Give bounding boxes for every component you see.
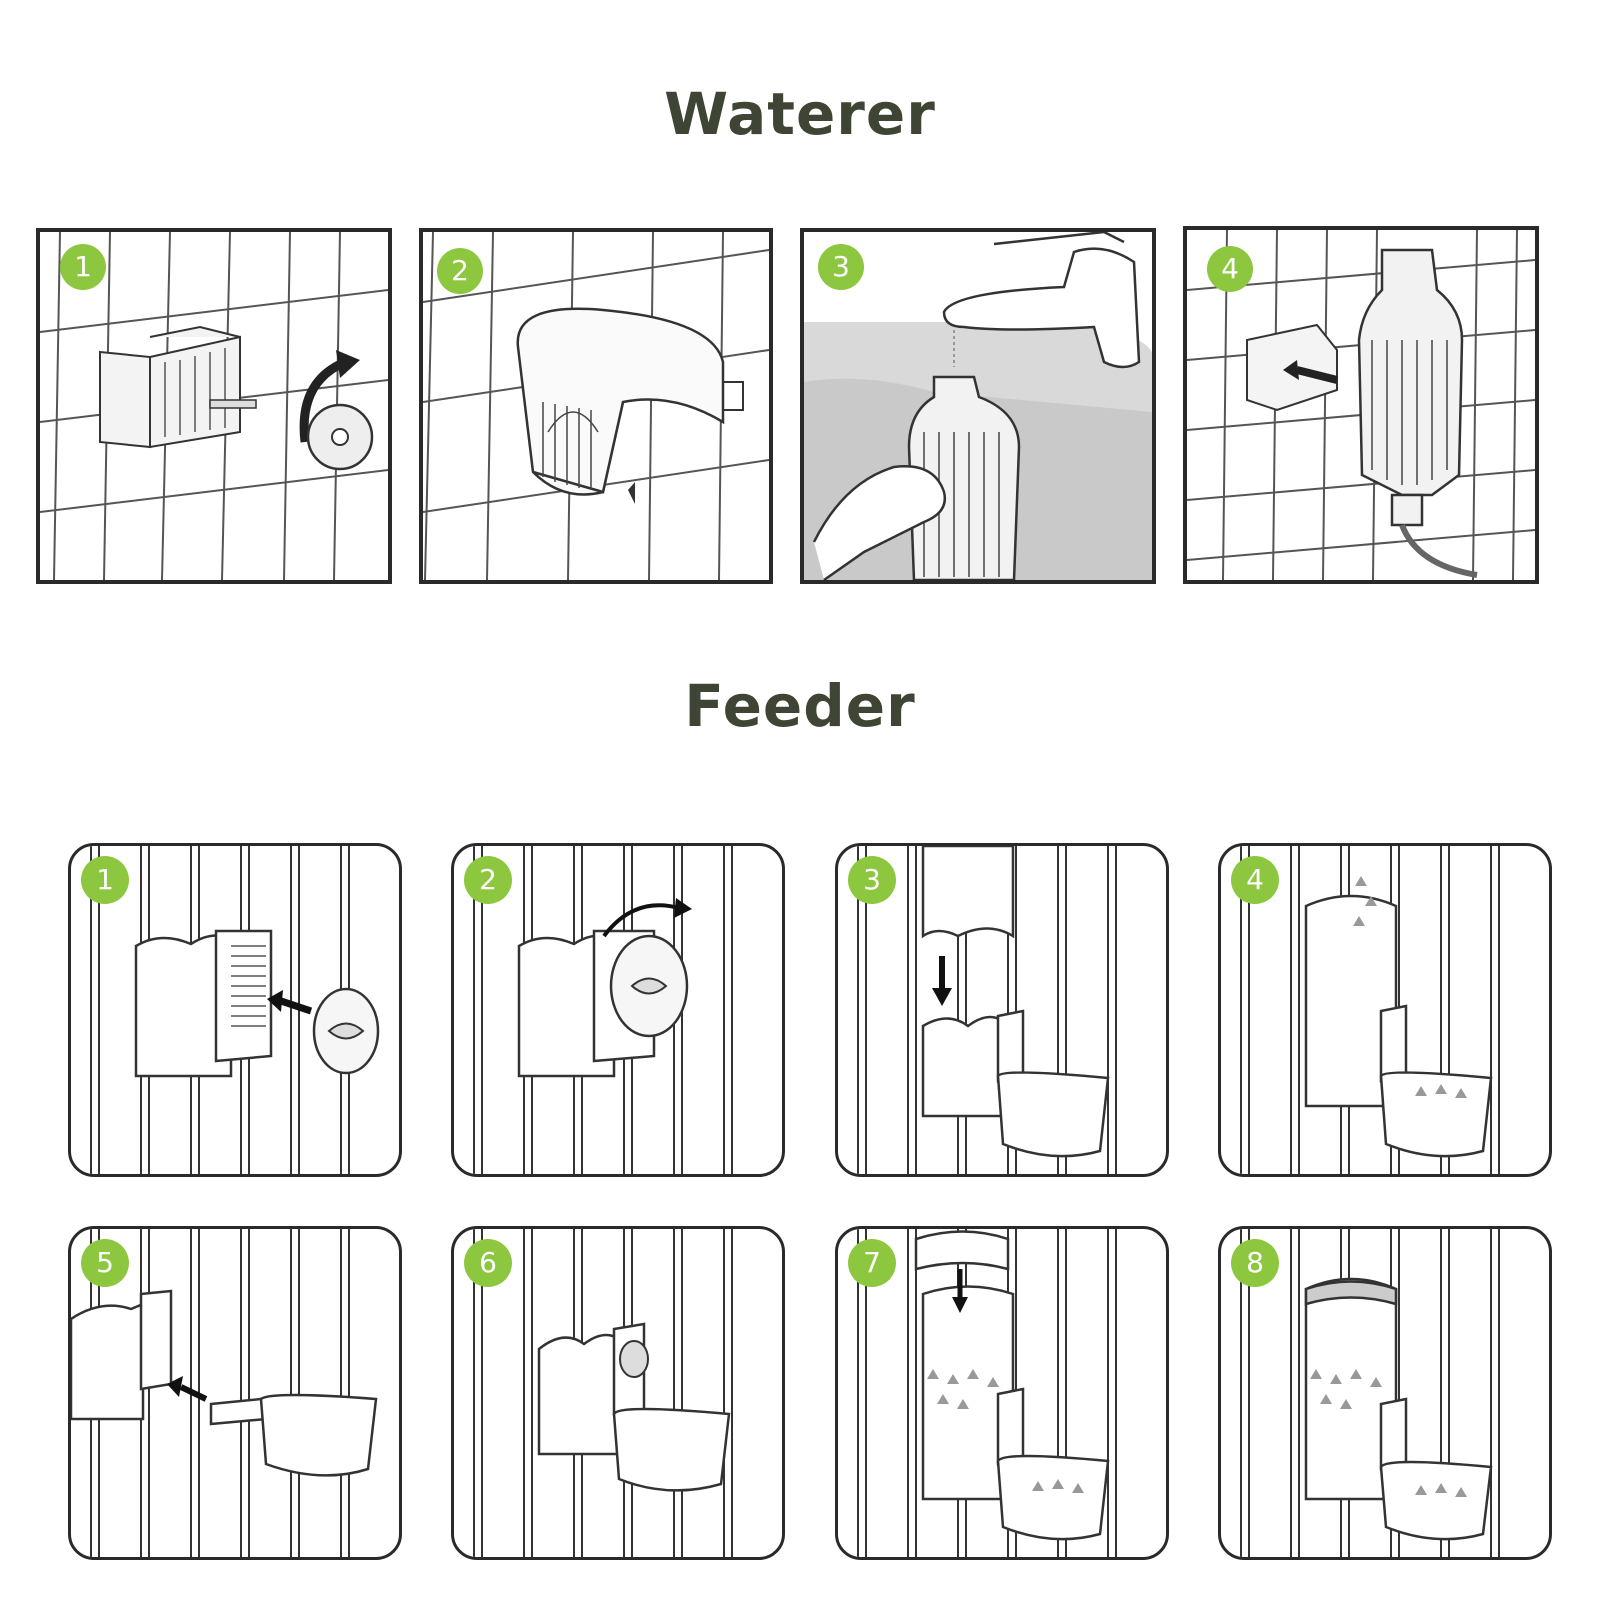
close-lid-illustration (857, 1229, 1117, 1557)
feeder-step-2-panel: 2 (451, 843, 785, 1177)
feeder-step-3-panel: 3 (835, 843, 1169, 1177)
cage-mount-bracket-illustration (40, 232, 388, 580)
bracket-on-cage-illustration (423, 232, 769, 580)
step-number-badge: 8 (1231, 1239, 1279, 1287)
attach-knob-to-bracket-illustration (90, 846, 380, 1174)
step-number-badge: 1 (60, 244, 106, 290)
pour-food-illustration (1240, 846, 1500, 1174)
step-number-badge: 5 (81, 1239, 129, 1287)
step-number-badge: 4 (1207, 246, 1253, 292)
step-number-badge: 2 (437, 248, 483, 294)
attach-bottle-to-bracket-illustration (1187, 230, 1535, 580)
feeder-heading: Feeder (684, 672, 916, 740)
insert-container-and-bowl-illustration (857, 846, 1117, 1174)
step-number-badge: 4 (1231, 856, 1279, 904)
feeder-step-1-panel: 1 (68, 843, 402, 1177)
step-number-badge: 2 (464, 856, 512, 904)
waterer-step-2-panel: 2 (419, 228, 773, 584)
waterer-step-1-panel: 1 (36, 228, 392, 584)
feeder-step-4-panel: 4 (1218, 843, 1552, 1177)
waterer-step-4-panel: 4 (1183, 226, 1539, 584)
assembled-feeder-illustration (473, 1229, 733, 1557)
waterer-step-3-panel: 3 (800, 228, 1156, 584)
step-number-badge: 6 (464, 1239, 512, 1287)
step-number-badge: 1 (81, 856, 129, 904)
feeder-step-8-panel: 8 (1218, 1226, 1552, 1560)
feeder-step-6-panel: 6 (451, 1226, 785, 1560)
completed-feeder-illustration (1240, 1229, 1500, 1557)
tighten-knob-illustration (473, 846, 733, 1174)
step-number-badge: 7 (848, 1239, 896, 1287)
step-number-badge: 3 (848, 856, 896, 904)
fill-bottle-at-faucet-illustration (804, 232, 1152, 580)
attach-bowl-illustration (71, 1229, 378, 1557)
feeder-step-5-panel: 5 (68, 1226, 402, 1560)
feeder-step-7-panel: 7 (835, 1226, 1169, 1560)
step-number-badge: 3 (818, 244, 864, 290)
waterer-heading: Waterer (664, 80, 936, 148)
